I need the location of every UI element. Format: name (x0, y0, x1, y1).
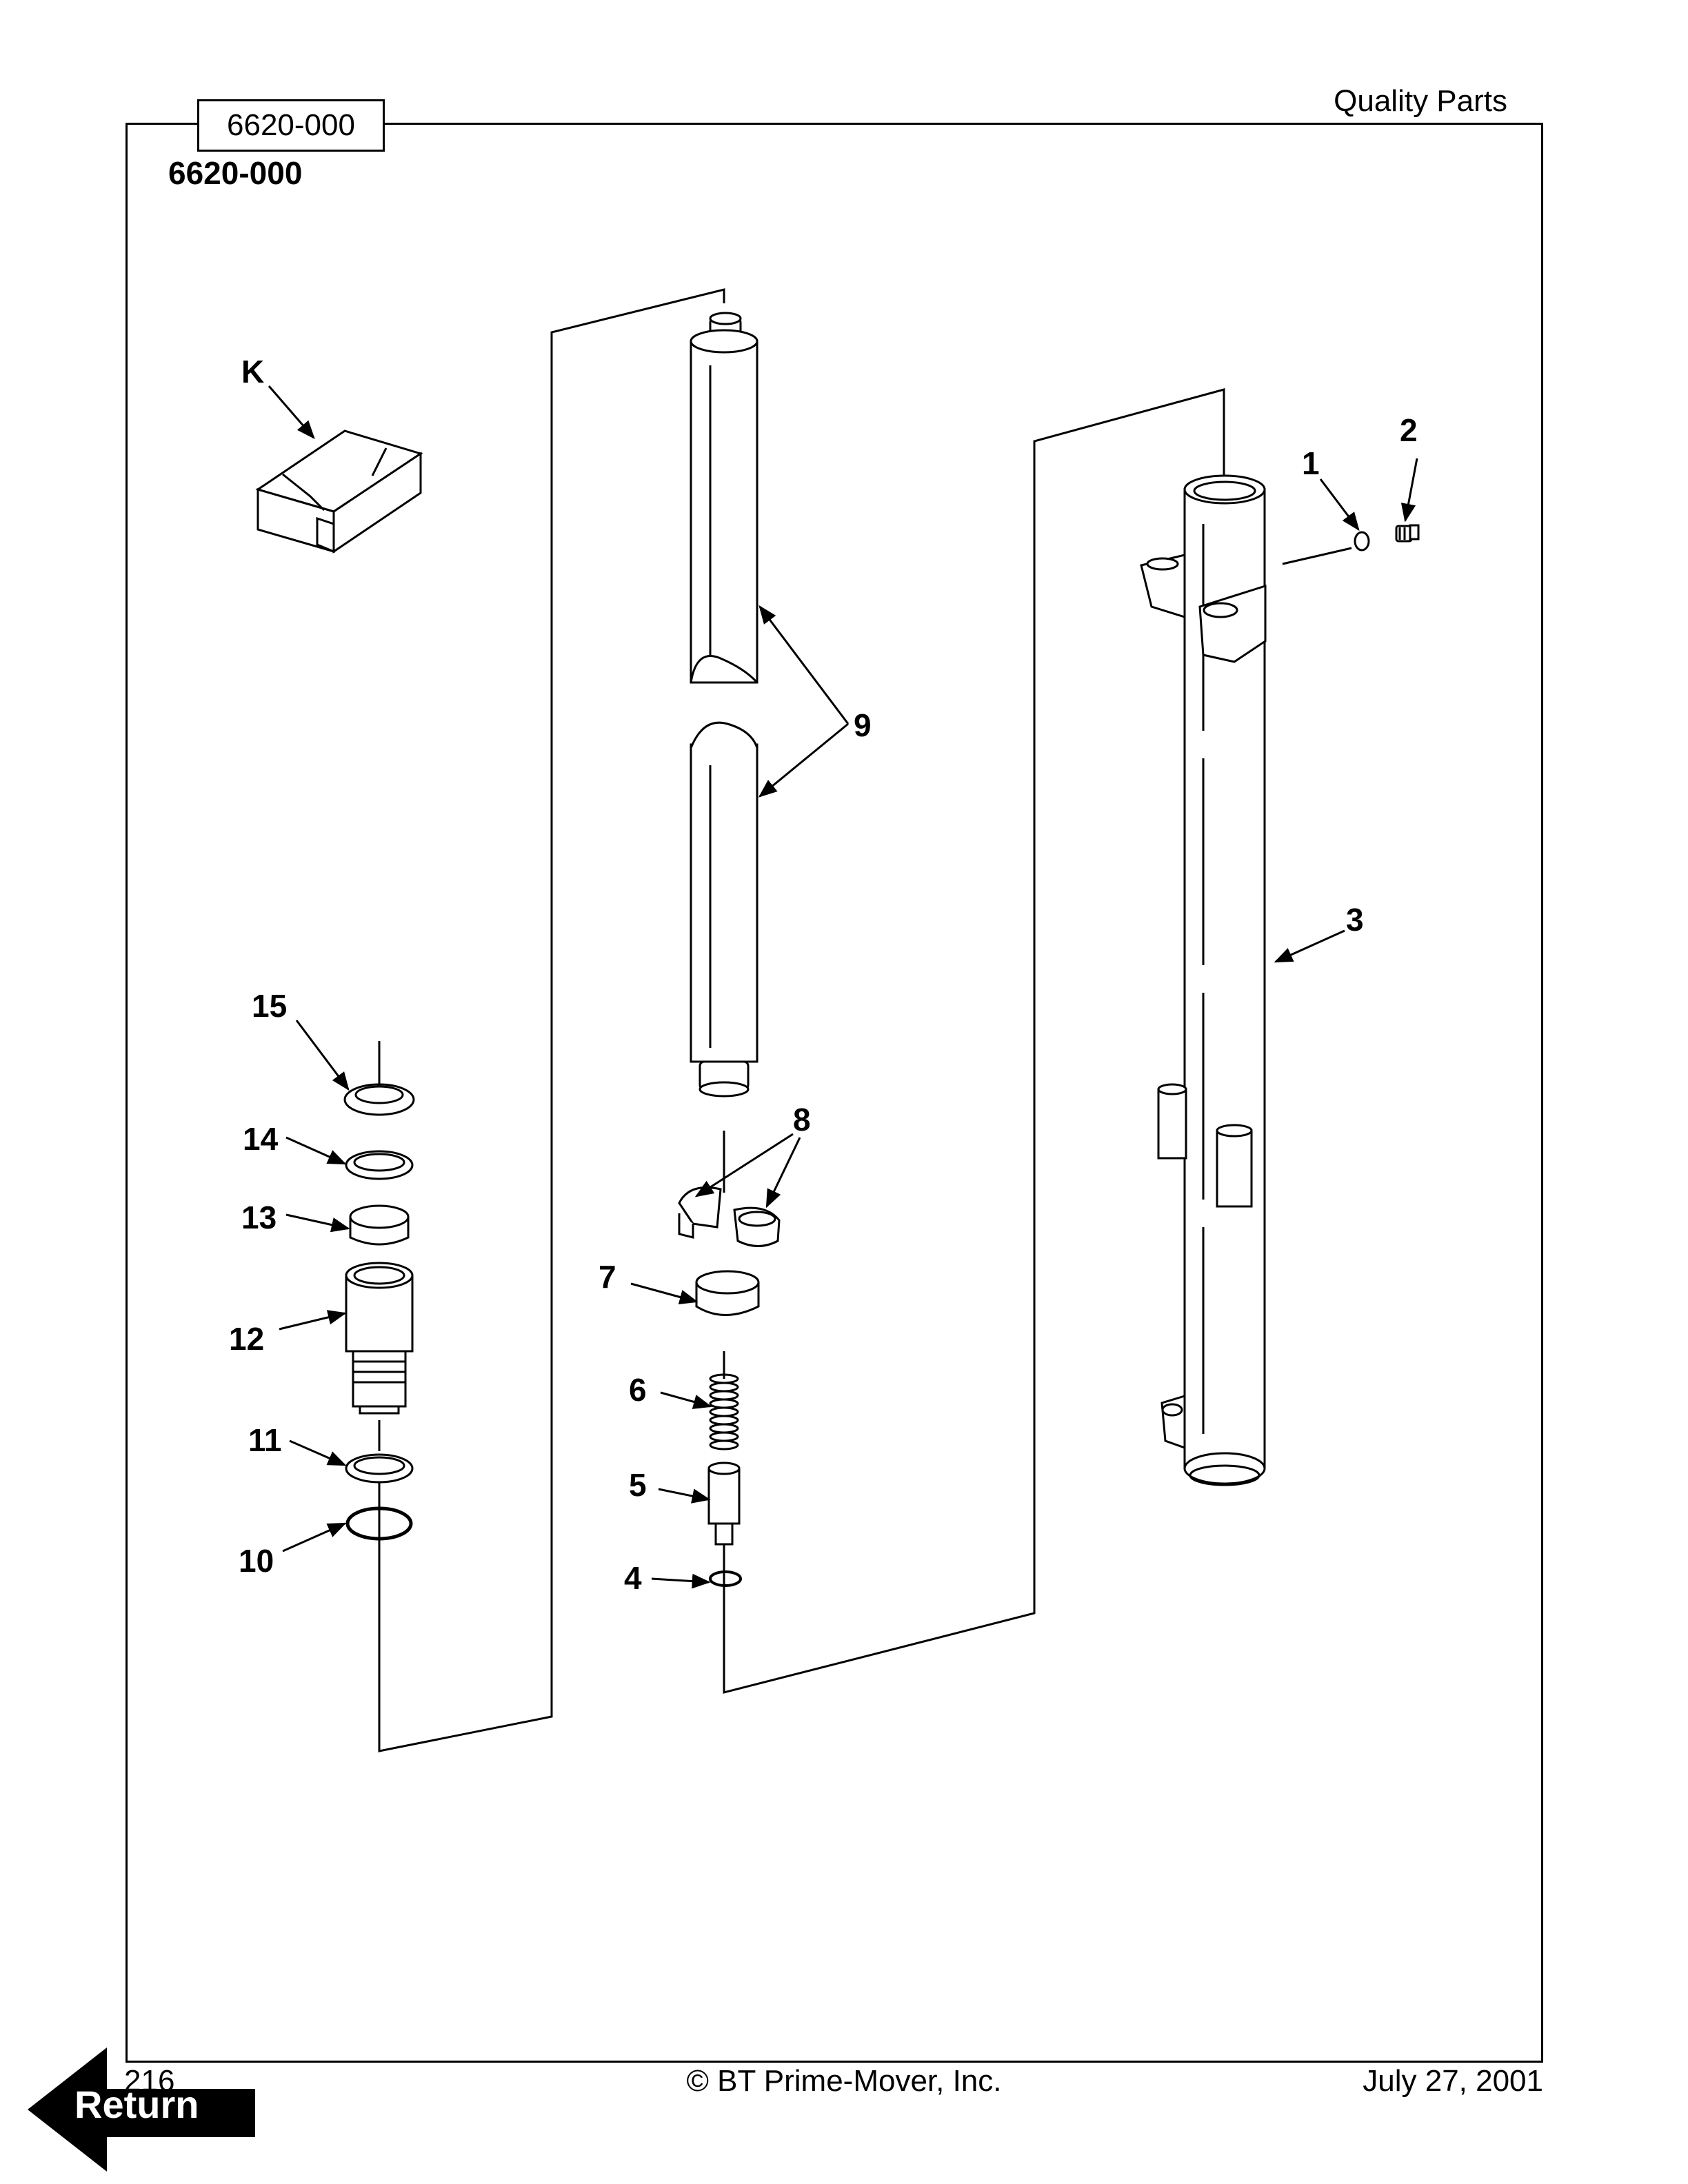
leader-5 (658, 1488, 711, 1504)
snap-ring (709, 1570, 742, 1587)
header-quality-parts: Quality Parts (1334, 84, 1507, 118)
leader-13 (285, 1213, 350, 1233)
callout-2: 2 (1400, 412, 1418, 448)
wiper-seal (343, 1083, 415, 1116)
leader-7 (630, 1282, 699, 1305)
leader-8a (694, 1133, 794, 1197)
assembly-tab: 6620-000 (197, 99, 385, 152)
seal-kit-box (255, 429, 423, 554)
callout-11: 11 (248, 1422, 282, 1458)
leader-4 (651, 1573, 711, 1589)
leader-11 (289, 1439, 347, 1466)
page-frame (125, 123, 1543, 2063)
backup-ring (345, 1150, 414, 1180)
leader-1 (1319, 478, 1360, 532)
callout-10: 10 (239, 1543, 274, 1579)
bushing (695, 1270, 760, 1316)
callout-9: 9 (854, 707, 872, 743)
leader-14 (285, 1136, 347, 1165)
callout-13: 13 (241, 1200, 277, 1235)
callout-12: 12 (229, 1321, 264, 1357)
leader-8b (765, 1137, 801, 1209)
callout-K: K (241, 354, 264, 390)
callout-8: 8 (793, 1102, 811, 1138)
o-ring (345, 1506, 413, 1541)
leader-15 (295, 1020, 350, 1091)
split-collar (678, 1186, 781, 1247)
leader-9b (758, 722, 849, 798)
copyright: © BT Prime-Mover, Inc. (686, 2064, 1002, 2098)
return-button[interactable] (28, 2048, 255, 2172)
wear-ring (349, 1204, 410, 1246)
leader-K (268, 385, 315, 440)
leader-6 (660, 1391, 712, 1409)
callout-1: 1 (1302, 445, 1320, 481)
bleeder-screw (1395, 524, 1420, 543)
leader-9a (758, 605, 850, 725)
callout-3: 3 (1346, 902, 1364, 938)
callout-4: 4 (624, 1560, 642, 1596)
backup-ring-lower (345, 1453, 414, 1484)
leader-2 (1400, 458, 1418, 523)
washer (1354, 531, 1370, 552)
callout-6: 6 (629, 1372, 647, 1408)
callout-5: 5 (629, 1467, 647, 1503)
callout-15: 15 (252, 988, 287, 1024)
callout-7: 7 (599, 1259, 616, 1295)
cylinder-housing (1140, 474, 1267, 1486)
spring (709, 1373, 739, 1450)
return-label: Return (74, 2083, 199, 2126)
assembly-line-right (723, 388, 1225, 1694)
assembly-number: 6620-000 (168, 155, 303, 191)
plunger (707, 1462, 741, 1546)
assembly-line-left (378, 288, 725, 1752)
gland (345, 1262, 414, 1415)
leader-10 (282, 1522, 347, 1553)
leader-3 (1274, 929, 1345, 963)
callout-14: 14 (243, 1121, 279, 1157)
leader-12 (279, 1310, 347, 1331)
publish-date: July 27, 2001 (1363, 2064, 1543, 2098)
return-arrow-icon (28, 2048, 255, 2172)
piston-rod (690, 312, 758, 1098)
bleed-port-line (1282, 547, 1352, 565)
